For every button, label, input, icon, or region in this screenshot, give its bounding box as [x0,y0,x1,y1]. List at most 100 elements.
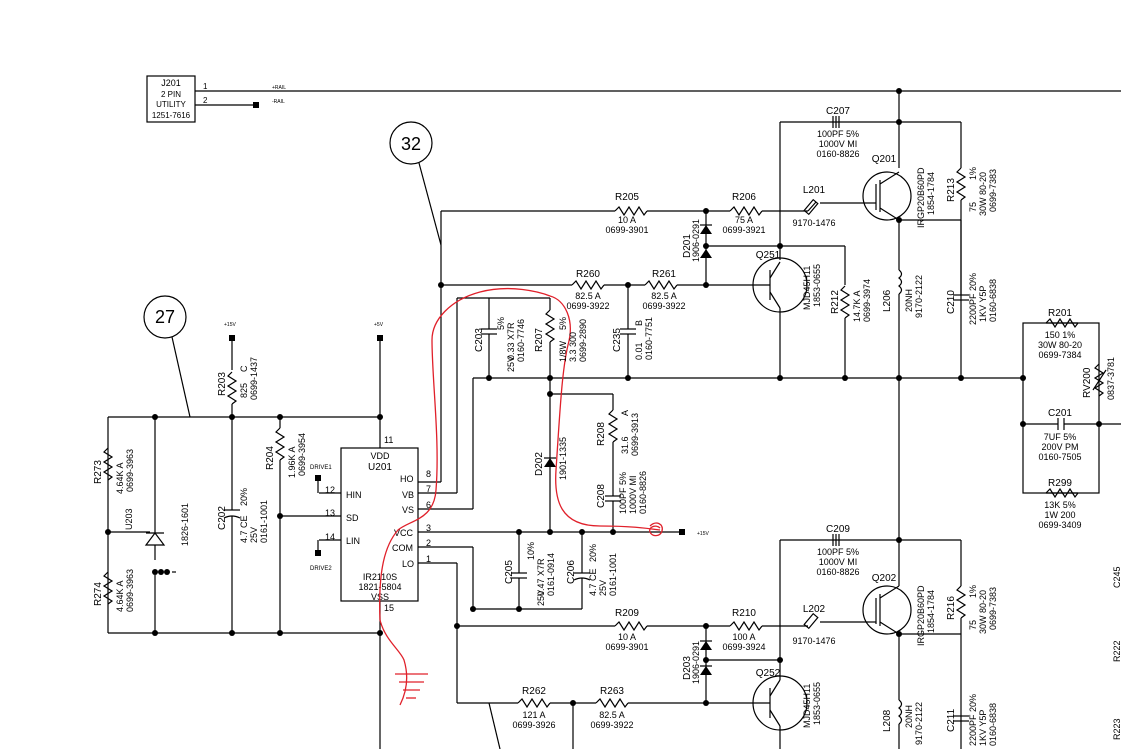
r261-ref: R261 [652,269,676,280]
l206-l1: 20NH [904,289,914,312]
c207-l3: 0160-8826 [816,149,859,159]
r212-l2: 0699-3974 [862,279,872,322]
c205-l2: 0.47 X7R [536,558,546,596]
r208-l3: 0699-3913 [630,413,640,456]
c235-l3: 0160-7751 [644,317,654,360]
q202-l1: IRGP20B60PD [916,585,926,646]
callout-32: 32 [389,121,442,246]
c208-ref: C208 [596,484,607,508]
r216-l2: 1% [968,585,978,598]
c210-l1: 2200PF 20% [968,273,978,325]
net-p5: +5V [374,322,384,328]
r207-ref: R207 [534,328,545,352]
r203-l1: 825 [239,383,249,398]
r261-l2: 0699-3922 [642,301,685,311]
vcc-decoupling [470,529,616,612]
c235-ref: C235 [612,328,623,352]
red-annotation [379,287,663,706]
ic-pin-sd: SD [346,513,359,523]
r299-ref: R299 [1048,478,1072,489]
net-drive2: DRIVE2 [310,566,332,572]
r203-l3: 0699-1437 [249,357,259,400]
ic-pin-hin: HIN [346,490,362,500]
r213-ref: R213 [946,178,957,202]
c201-ref: C201 [1048,408,1072,419]
ic-pin-com: COM [392,543,413,553]
c211-l2: 1KV Y5P [978,710,988,746]
r208-l2: 31.6 [620,436,630,454]
c211-ref: C211 [946,708,957,732]
c210-ref: C210 [946,290,957,314]
l208-l1: 20NH [904,705,914,728]
q201-l1: IRGP20B60PD [916,167,926,228]
connector-j201: J201 2 PIN UTILITY 1251-7616 1 2 +RAIL -… [146,75,1121,123]
ic-pin-ho-num: 8 [426,469,431,479]
q252-l2: 1853-0655 [812,682,822,725]
r273-ref: R273 [93,460,104,484]
d202-ref: D202 [534,452,545,476]
c206-l2: 4.7 CE [588,568,598,596]
ic-pin-vs-num: 6 [426,500,431,510]
j201-line3: 1251-7616 [152,111,191,120]
c235-l1: B [634,320,644,326]
r207-l3: 1/8W [558,340,568,362]
ic-pin-vdd: VDD [370,451,390,461]
r274-l1: 4.64K A [115,580,125,612]
edge-label-2: R222 [1112,640,1121,662]
r210-l2: 0699-3924 [722,642,765,652]
c208-l1: 100PF 5% [618,472,628,514]
left-supply [103,335,380,636]
c205-ref: C205 [504,560,515,584]
r273-l2: 0699-3963 [125,449,135,492]
r205-l2: 0699-3901 [605,225,648,235]
j201-line1: 2 PIN [161,90,181,99]
r206-ref: R206 [732,192,756,203]
r212-l1: 14.7K A [852,290,862,322]
r213-l3: 30W 80-20 [978,172,988,216]
r205-ref: R205 [615,192,639,203]
c209-l2: 1000V MI [819,557,858,567]
lower-gate-network [454,534,899,749]
c207-l1: 100PF 5% [817,129,859,139]
c210-l2: 1KV Y5P [978,286,988,322]
j201-line2: UTILITY [156,100,186,109]
q202-l2: 1854-1784 [926,590,936,633]
r207-l1: 5% [558,317,568,330]
r216-l1: 75 [968,620,978,630]
d201-l1: 1906-0291 [691,219,701,262]
ic-pin-hin-num: 12 [325,485,335,495]
right-snubber [1020,318,1121,498]
j201-pin2: 2 [203,96,208,105]
r299-l1: 13K 5% [1044,500,1076,510]
c203-l1: 5% [496,317,506,330]
ic-ref: U201 [368,462,392,473]
j201-pin1: 1 [203,82,208,91]
c210-l3: 0160-6838 [988,279,998,322]
r261-l1: 82.5 A [651,291,677,301]
q251-ref: Q251 [756,250,781,261]
r203-ref: R203 [217,372,228,396]
callout-32-label: 32 [401,134,421,154]
c208-l2: 1000V MI [628,475,638,514]
l208-ref: L208 [882,709,893,732]
r216-ref: R216 [946,596,957,620]
r216-l3: 30W 80-20 [978,590,988,634]
r208-ref: R208 [596,422,607,446]
c235-l2: 0.01 [634,342,644,360]
r201-l3: 0699-7384 [1038,350,1081,360]
r203-l2: C [239,365,249,372]
r201-ref: R201 [1048,308,1072,319]
r260-ref: R260 [576,269,600,280]
u203-l1: 1826-1601 [180,503,190,546]
r262-l1: 121 A [522,710,545,720]
c203-ref: C203 [474,328,485,352]
ic-pin-vdd-num: 11 [384,435,393,445]
c202-l4: 0161-1001 [259,500,269,543]
r201-l2: 30W 80-20 [1038,340,1082,350]
c211-l1: 2200PF 20% [968,694,978,746]
r263-ref: R263 [600,686,624,697]
q201-l2: 1854-1784 [926,172,936,215]
r274-l2: 0699-3963 [125,569,135,612]
net-p15a: +15V [224,322,236,328]
r260-l2: 0699-3922 [566,301,609,311]
